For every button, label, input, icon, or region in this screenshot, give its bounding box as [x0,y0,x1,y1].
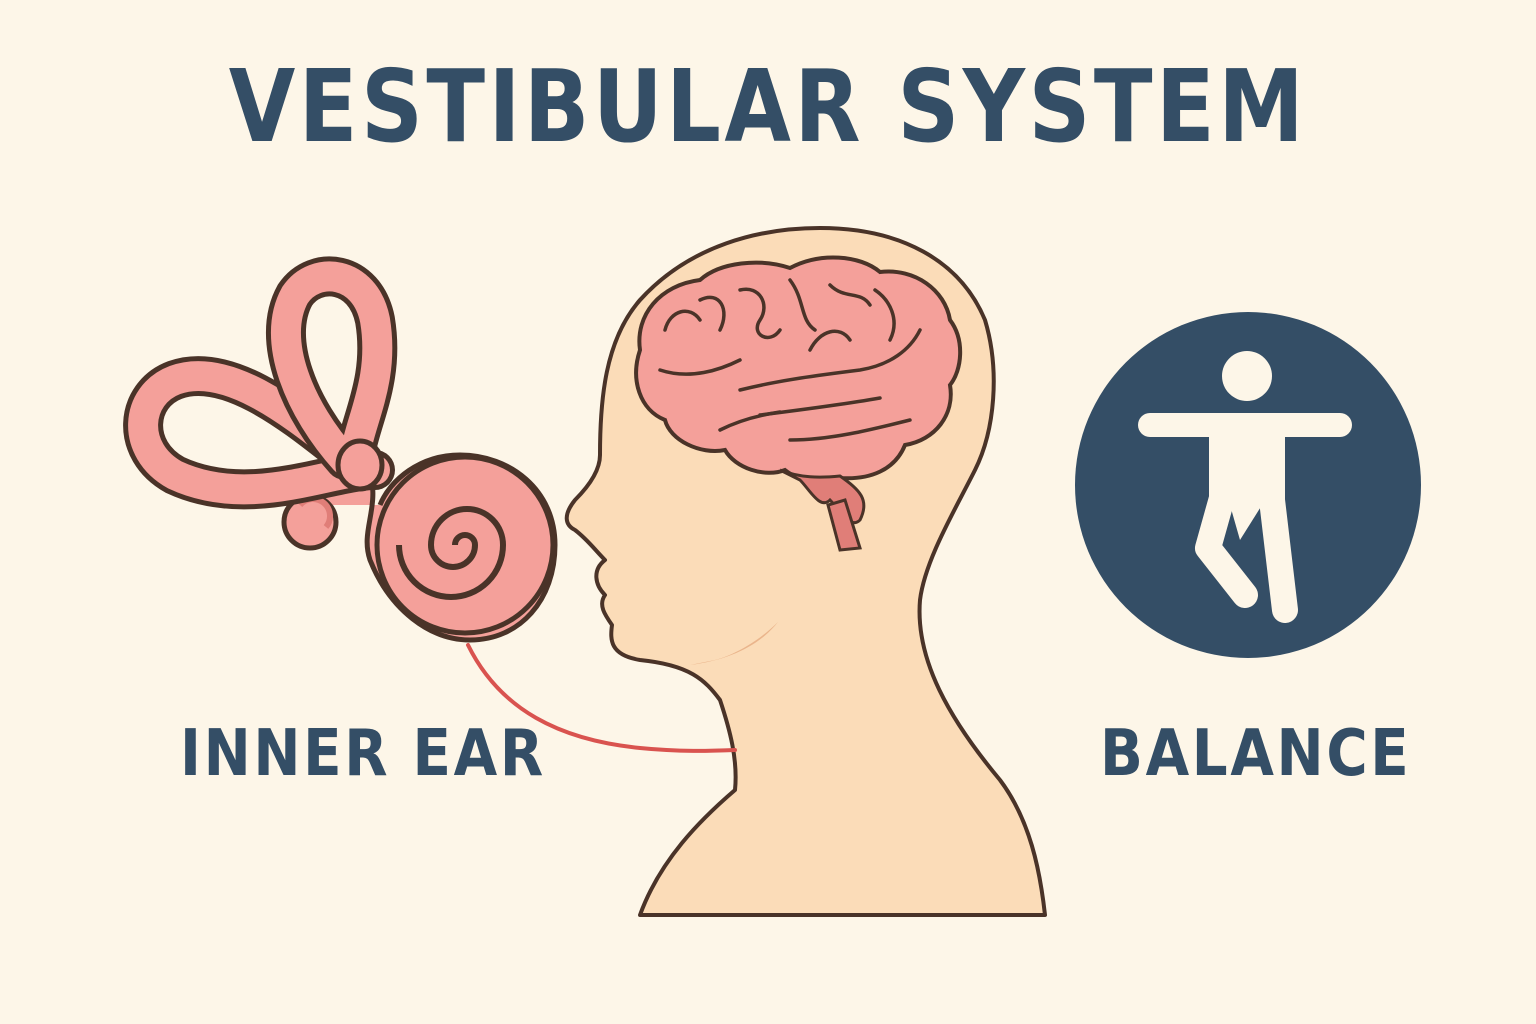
inner-ear-icon [123,256,558,643]
balance-figure-icon [1075,312,1421,658]
vestibular-nerve-line [466,643,737,753]
balance-label: BALANCE [1100,717,1412,791]
page-title: VESTIBULAR SYSTEM [228,48,1308,165]
brain-icon [634,255,963,552]
inner-ear-label: INNER EAR [180,717,546,791]
